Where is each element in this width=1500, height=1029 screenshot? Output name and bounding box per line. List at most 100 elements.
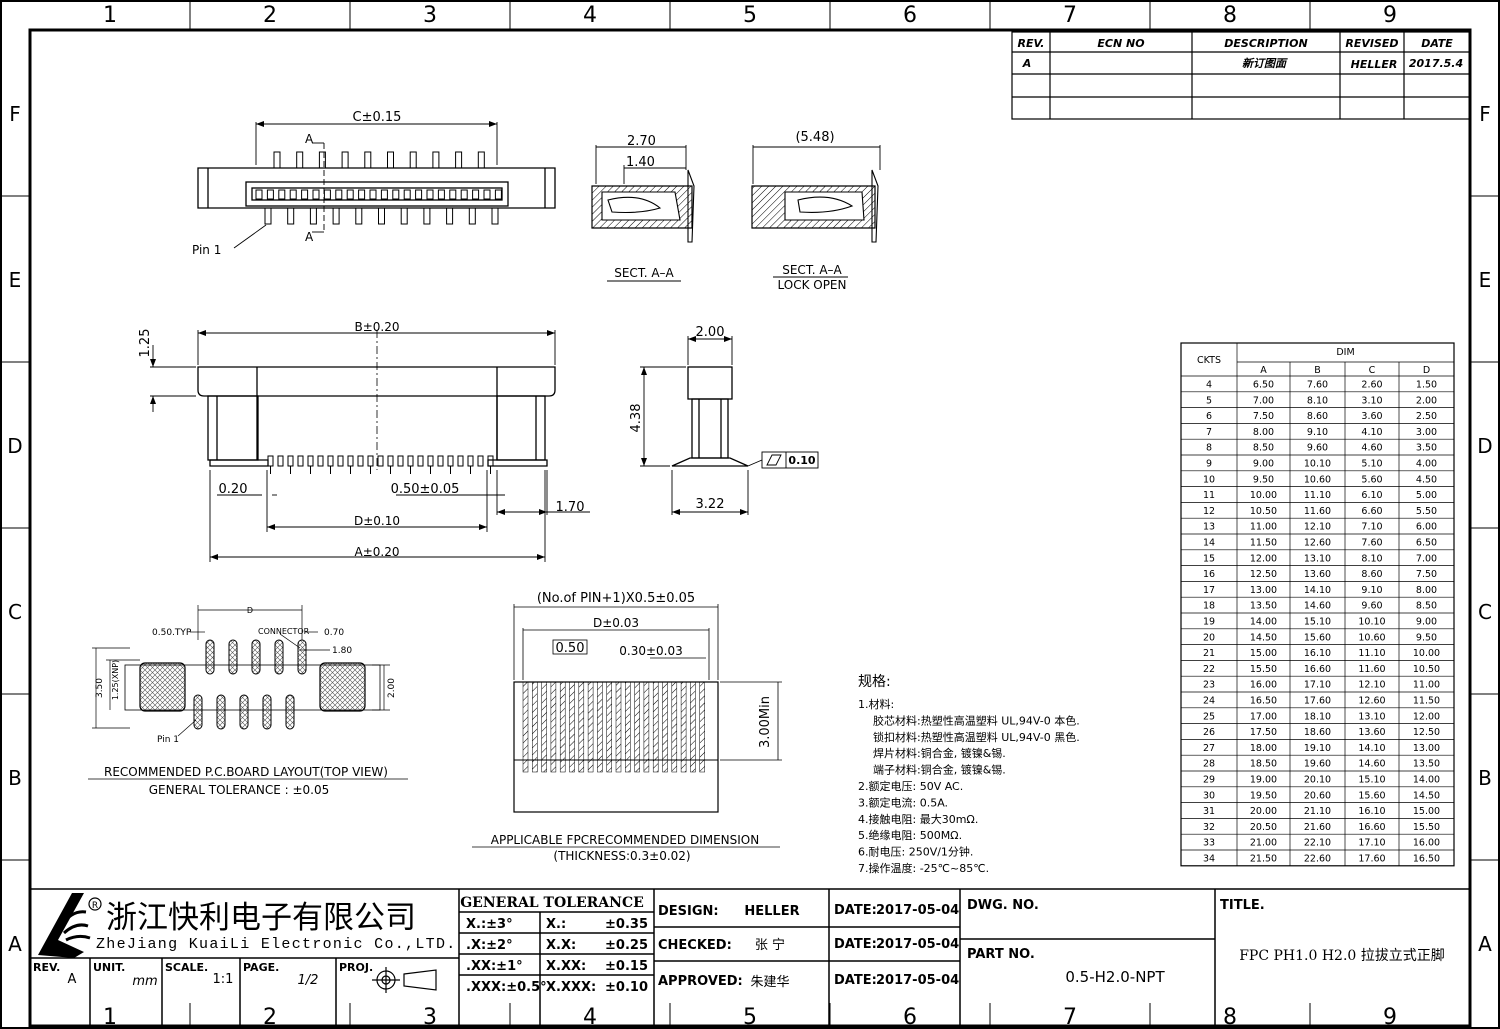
dim-table-cell: 29 [1203,775,1215,786]
dim-table-cell: 13.10 [1304,553,1331,564]
fpc-total-width: (No.of PIN+1)X0.5±0.05 [537,591,695,606]
top-pin-lower [446,207,454,225]
top-view-c-dimension: C±0.15 [353,110,402,125]
pcb-pad [216,694,226,730]
dim-table-cell: 14.60 [1304,601,1331,612]
pcb-dim-350: 3.50 [95,678,105,698]
title-label: TITLE. [1220,898,1265,913]
front-contact [327,455,334,467]
dim-table-cell: 20.10 [1304,775,1331,786]
fpc-finger [699,681,705,773]
dim-table-cell: 6.60 [1361,506,1382,517]
fpc-fingers [522,681,705,773]
dim-table-cell: 3.10 [1361,395,1382,406]
fpc-finger [597,681,603,773]
dim-table-cell: 12.00 [1250,553,1277,564]
dim-table-cell: 13.00 [1250,585,1277,596]
top-pin-upper [409,151,417,169]
dim-table-cell: 7.50 [1253,411,1274,422]
design-value: HELLER [744,904,799,919]
tolerance-linear-label: X.XXX: [546,980,596,995]
zone-row-label-right: C [1478,600,1492,624]
tolerance-linear-value: ±0.10 [605,980,648,995]
fpc-dimension-view: (No.of PIN+1)X0.5±0.05 D±0.03 0.50 0.30±… [472,591,782,863]
fpc-finger [569,681,575,773]
zone-col-label-bottom: 4 [583,1005,597,1029]
pcb-d-dimension: D [247,606,253,615]
date-label: DATE: [834,903,877,918]
dim-table-cell: 15.10 [1358,775,1385,786]
dim-table-col-header: D [1423,365,1430,376]
dim-table-cell: 3.00 [1416,427,1437,438]
rev-row-description: 新订图面 [1242,57,1288,70]
dim-table-cell: 18.00 [1250,743,1277,754]
dim-table-cell: 9.00 [1253,459,1274,470]
dim-table-col-header: C [1369,365,1376,376]
dim-table-cell: 12.50 [1413,727,1440,738]
dim-table-cell: 5.60 [1361,474,1382,485]
top-pin-upper [273,151,281,169]
top-pin-upper [296,151,304,169]
dim-table-cell: 8.60 [1361,569,1382,580]
top-pin-lower [264,207,272,225]
dim-table-cell: 7 [1206,427,1212,438]
dim-table-cell: 8.60 [1307,411,1328,422]
design-date: 2017-05-04 [876,903,959,918]
side-view: 2.00 4.38 3.22 0.10 [629,325,819,515]
dim-table-cell: 12 [1203,506,1215,517]
title-block: R 浙江快利电子有限公司 ZheJiang KuaiLi Electronic … [29,888,1471,1027]
pcb-pad [285,694,295,730]
dim-table-cell: 11.60 [1304,506,1331,517]
pcb-caption: RECOMMENDED P.C.BOARD LAYOUT(TOP VIEW) [104,765,388,779]
front-contact [367,455,374,467]
fpc-finger [662,681,668,773]
fpc-finger [541,681,547,773]
fpc-finger [578,681,585,773]
dim-table-cell: 24 [1203,696,1215,707]
front-contact [407,455,414,467]
fpc-finger [587,681,594,773]
top-pin-upper [432,151,440,169]
top-contact [255,189,263,200]
dim-table-cell: 10.50 [1413,664,1440,675]
rev-header-date: DATE [1421,37,1453,50]
front-contact [397,455,404,467]
pcb-pad [193,694,203,730]
dim-table-cell: 16.00 [1413,838,1440,849]
top-contact [323,189,331,200]
dim-table-cell: 13.60 [1358,727,1385,738]
fpc-finger [522,681,529,773]
fpc-thickness: (THICKNESS:0.3±0.02) [553,849,690,863]
top-contact [472,189,480,200]
sect-aa-dim-inner: 1.40 [626,155,655,170]
top-contact [312,189,320,200]
approved-date: 2017-05-04 [876,973,959,988]
drawing-title: FPC PH1.0 H2.0 拉拔立式正脚 [1239,948,1445,964]
top-pin-lower [378,207,385,225]
pcb-typ-pitch: 0.50.TYP [152,628,192,638]
top-contact [369,189,377,200]
zone-row-label-right: E [1479,268,1492,292]
front-contact [337,455,344,467]
dim-table-cell: 31 [1203,806,1215,817]
dim-table-cell: 12.00 [1413,711,1440,722]
spec-line: 锁扣材料:热塑性高温塑料 UL,94V-0 黑色. [873,730,1080,744]
unit-value: mm [132,974,157,989]
top-pin-upper [455,151,463,169]
front-contact [387,455,394,467]
top-contact [346,189,354,200]
dim-table-dim-header: DIM [1336,347,1354,358]
rev-header-rev: REV. [1018,37,1045,50]
dim-table-cell: 16.10 [1358,806,1385,817]
top-contact [301,189,309,200]
dim-table-cell: 15.50 [1250,664,1277,675]
dim-table-cell: 8.10 [1307,395,1328,406]
dim-table-cell: 14.10 [1358,743,1385,754]
spec-line: 4.接触电阻: 最大30mΩ. [858,812,978,826]
zone-row-label-left: C [8,600,22,624]
dim-table-cell: 11 [1203,490,1215,501]
rev-header-ecn: ECN NO [1097,37,1144,50]
company-name-cn: 浙江快利电子有限公司 [106,900,416,936]
zone-col-label-bottom: 5 [743,1005,757,1029]
spec-line: 5.绝缘电阻: 500MΩ. [858,828,962,842]
